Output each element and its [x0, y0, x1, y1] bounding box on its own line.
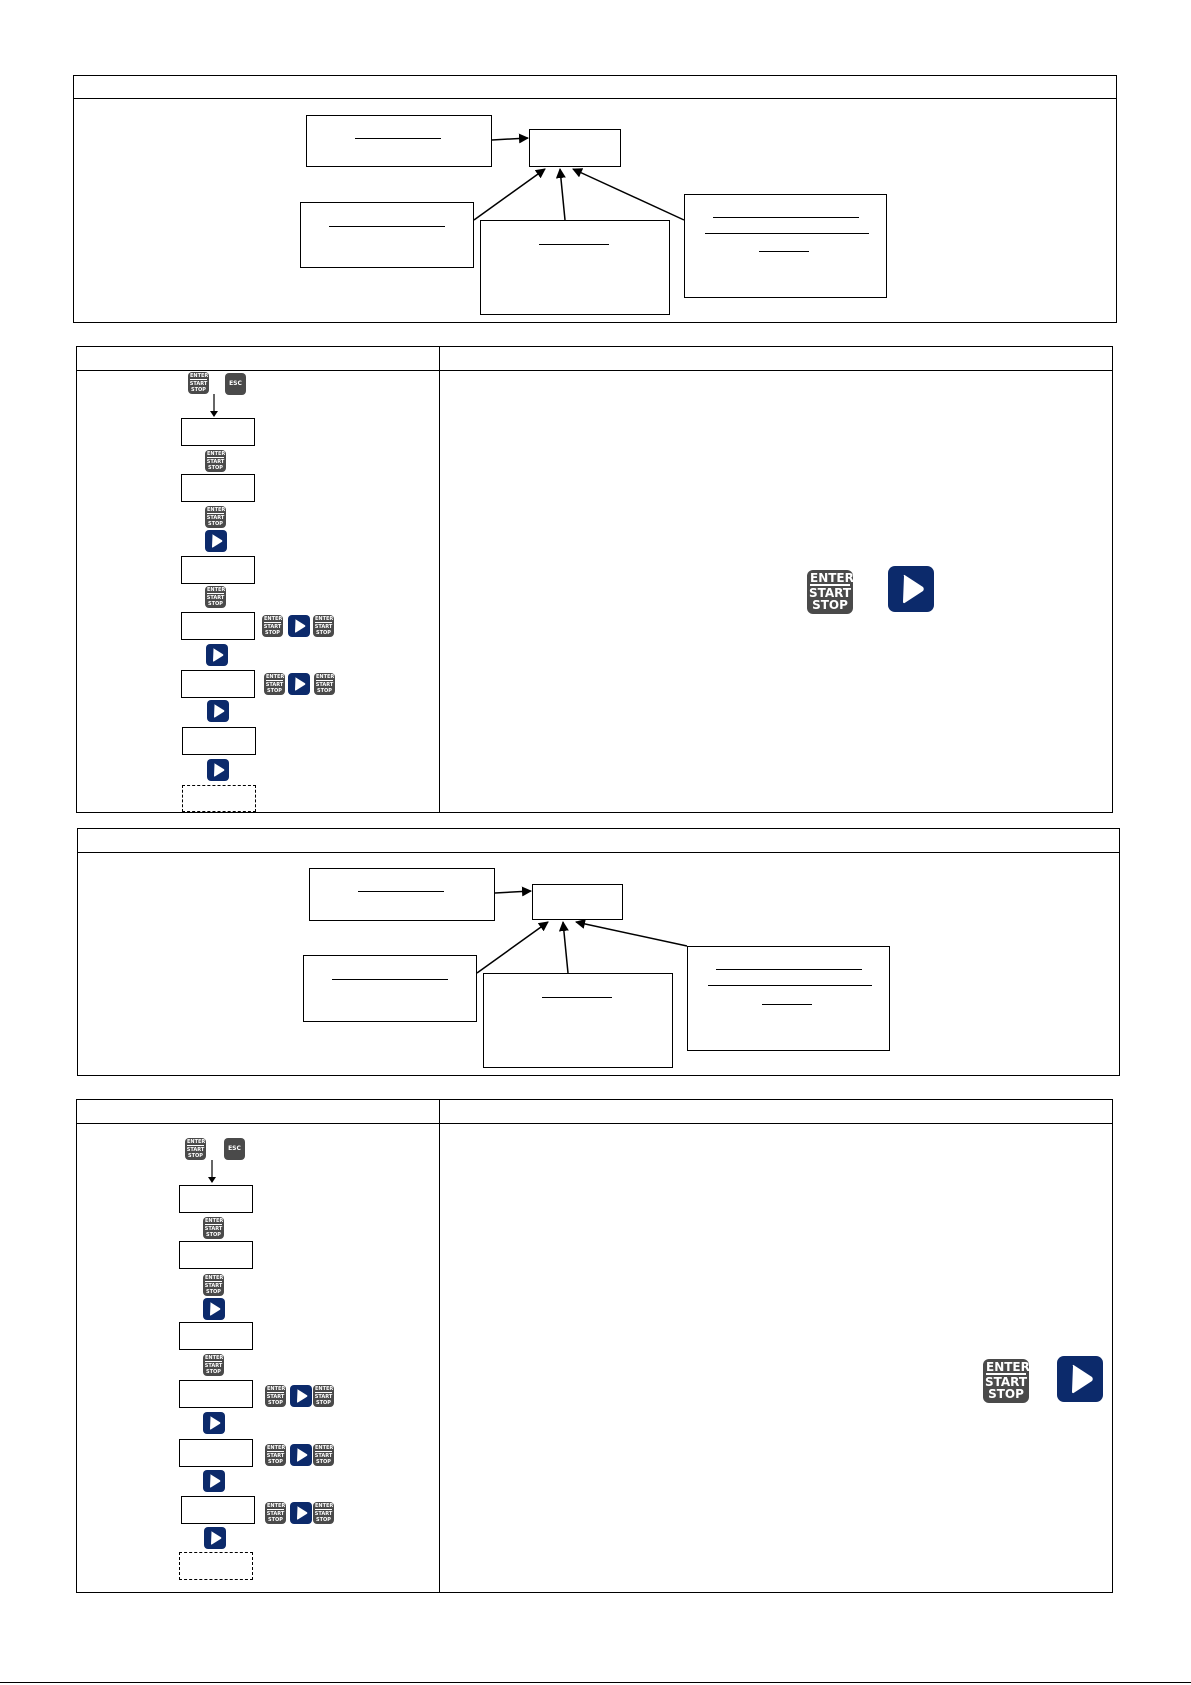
right-arrow-key-icon	[207, 700, 229, 722]
right-arrow-key-icon	[203, 1298, 225, 1320]
right-arrow-key-icon	[205, 530, 227, 552]
display-box	[179, 1380, 253, 1408]
display-box-pending	[179, 1552, 253, 1580]
diagram-arrows-1	[473, 133, 685, 221]
display-box	[179, 1241, 253, 1269]
right-arrow-key-icon	[206, 644, 228, 666]
frame-header-line	[74, 98, 1116, 99]
label-box-right	[687, 946, 890, 1051]
page-bottom-rule	[0, 1682, 1191, 1683]
diagram-frame-2	[77, 828, 1120, 1076]
display-box	[182, 727, 256, 755]
procedure-table-2	[76, 1099, 1113, 1593]
label-box-left	[303, 955, 477, 1022]
label-box-middle	[483, 973, 673, 1068]
right-arrow-key-icon	[203, 1470, 225, 1492]
esc-key-icon: ESC	[225, 373, 246, 395]
display-box	[181, 612, 255, 640]
label-box-right	[684, 194, 887, 298]
right-arrow-key-icon	[290, 1502, 312, 1524]
procedure-table-1	[76, 346, 1113, 813]
right-arrow-key-icon	[288, 673, 310, 695]
right-arrow-key-icon	[204, 1527, 226, 1549]
display-box-pending	[182, 785, 256, 812]
label-box-left	[300, 202, 474, 268]
right-arrow-key-icon	[290, 1444, 312, 1466]
display-box	[179, 1322, 253, 1350]
display-box	[181, 1496, 255, 1524]
display-box	[179, 1185, 253, 1213]
label-box-middle	[480, 220, 670, 315]
right-arrow-key-icon	[888, 566, 934, 612]
display-box	[181, 670, 255, 698]
display-box	[179, 1439, 253, 1467]
right-arrow-key-icon	[1057, 1356, 1103, 1402]
display-box	[181, 474, 255, 502]
target-box	[532, 884, 623, 920]
esc-key-icon: ESC	[224, 1138, 245, 1160]
arrow-icon	[210, 394, 218, 417]
display-box	[181, 556, 255, 584]
right-arrow-key-icon	[288, 615, 310, 637]
diagram-frame-1	[73, 75, 1117, 323]
right-arrow-key-icon	[290, 1385, 312, 1407]
display-box	[181, 418, 255, 446]
arrow-icon	[208, 1160, 216, 1183]
target-box	[529, 129, 621, 167]
frame-header-line	[78, 852, 1119, 853]
right-arrow-key-icon	[207, 759, 229, 781]
right-arrow-key-icon	[203, 1412, 225, 1434]
label-box-top	[306, 115, 492, 167]
diagram-arrows-2	[476, 886, 688, 974]
label-box-top	[309, 868, 495, 921]
